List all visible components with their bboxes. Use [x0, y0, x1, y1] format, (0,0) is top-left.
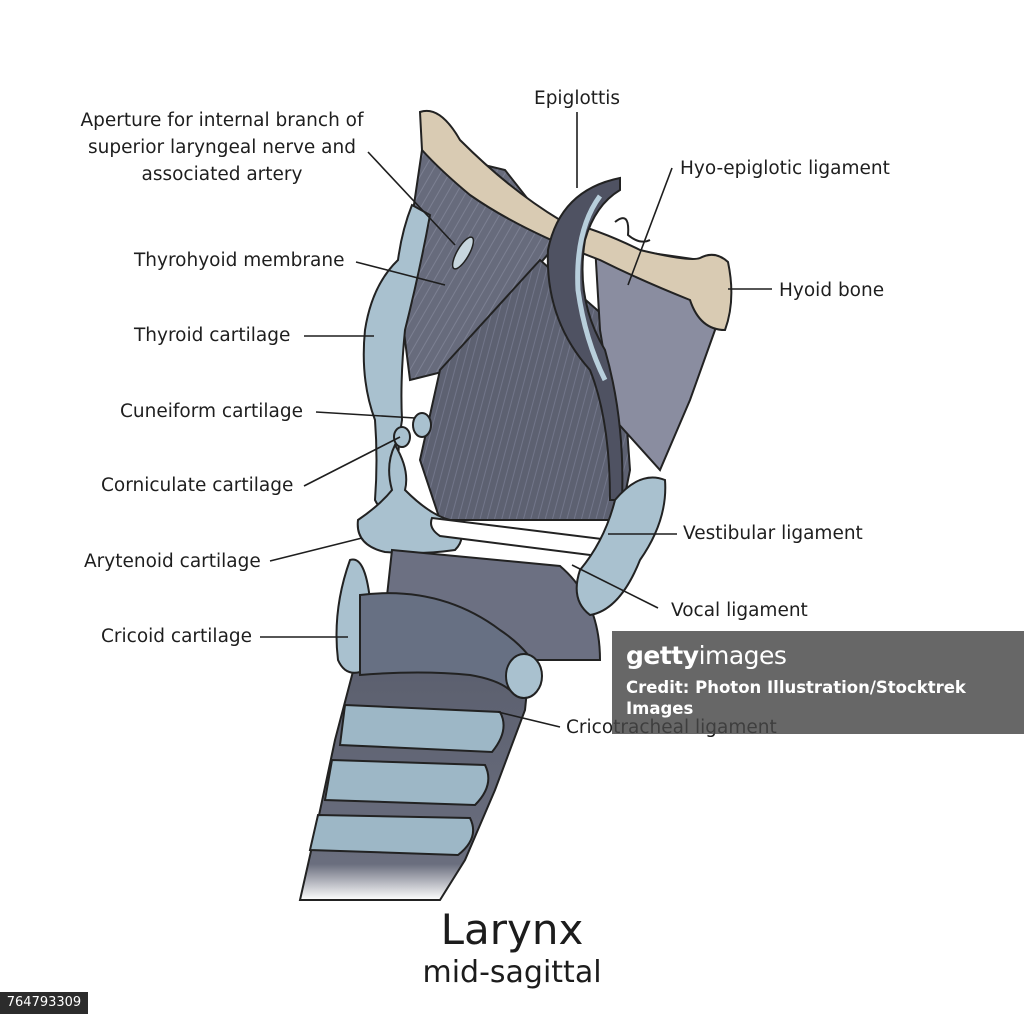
vestibular-ligament-shape	[430, 516, 612, 558]
label-corniculate-cartilage: Corniculate cartilage	[101, 475, 294, 496]
tracheal-rings	[308, 703, 505, 857]
label-hyoid-bone: Hyoid bone	[779, 280, 885, 301]
label-aperture: Aperture for internal branch of superior…	[62, 107, 382, 188]
label-cricoid-cartilage: Cricoid cartilage	[101, 626, 253, 647]
label-cuneiform-cartilage: Cuneiform cartilage	[120, 401, 304, 422]
getty-logo: gettyimages	[626, 641, 787, 670]
aperture-shape	[451, 236, 475, 270]
getty-logo-light: images	[698, 641, 787, 670]
cuneiform-cartilage-shape	[412, 412, 432, 438]
label-aperture-line-2: superior laryngeal nerve and	[87, 137, 356, 158]
label-arytenoid-cartilage: Arytenoid cartilage	[84, 551, 261, 572]
label-aperture-line-3: associated artery	[141, 164, 303, 185]
leader-lines	[260, 112, 772, 728]
watermark-credit: Credit: Photon Illustration/Stocktrek Im…	[626, 678, 966, 718]
label-vestibular-ligament: Vestibular ligament	[683, 523, 863, 544]
label-thyroid-cartilage: Thyroid cartilage	[134, 325, 291, 346]
label-hyo-epiglottic-ligament: Hyo-epiglotic ligament	[680, 158, 890, 179]
getty-watermark: gettyimages Credit: Photon Illustration/…	[612, 631, 1024, 734]
label-vocal-ligament: Vocal ligament	[671, 600, 808, 621]
label-epiglottis: Epiglottis	[534, 88, 621, 109]
getty-logo-bold: getty	[626, 641, 699, 670]
stock-id-badge: 764793309	[0, 992, 88, 1014]
diagram-subtitle: mid-sagittal	[422, 955, 602, 990]
diagram-title: Larynx	[440, 905, 584, 954]
corniculate-cartilage-shape	[393, 426, 411, 448]
label-aperture-line-1: Aperture for internal branch of	[80, 110, 364, 131]
thyroid-right-edge	[575, 476, 667, 617]
epiglottis-shape	[546, 176, 624, 501]
hyoid-bone-shape	[418, 109, 733, 332]
label-thyrohyoid-membrane: Thyrohyoid membrane	[134, 250, 345, 271]
